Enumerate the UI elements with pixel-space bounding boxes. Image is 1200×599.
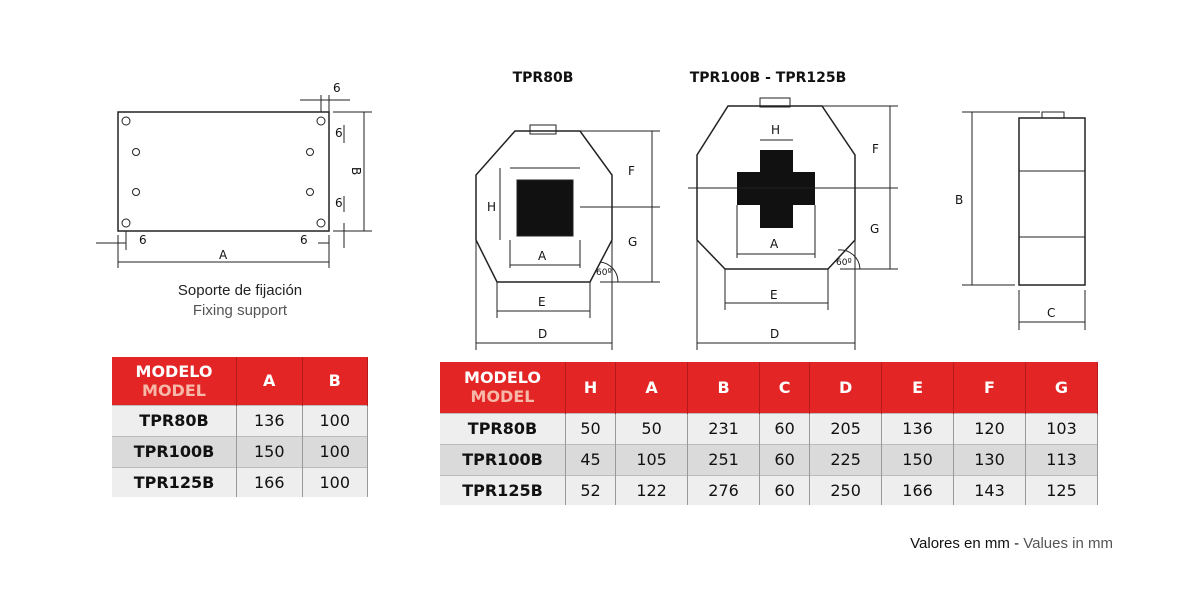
value-cell: 250 [809,474,883,505]
tpr80b-label-f: F [628,164,635,178]
col-header: A [615,362,689,413]
tpr100b-label-g: G [870,222,879,236]
value-cell: 60 [759,412,811,444]
tpr100b-title: TPR100B - TPR125B [690,70,847,86]
model-cell: TPR125B [440,474,566,505]
value-cell: 251 [687,443,761,475]
value-cell: 231 [687,412,761,444]
dim-label-6: 6 [333,81,341,95]
value-cell: 60 [759,443,811,475]
support-caption-en: Fixing support [192,302,288,319]
col-header: C [759,362,811,413]
value-cell: 105 [615,443,689,475]
value-cell: 120 [953,412,1026,444]
tpr100b-label-h: H [771,123,780,137]
support-caption-es: Soporte de fijación [177,282,303,299]
value-cell: 276 [687,474,761,505]
col-header: D [809,362,883,413]
value-cell: 150 [881,443,955,475]
side-view-drawing [962,111,1086,330]
value-cell: 60 [759,474,811,505]
dim-label-6: 6 [300,233,308,247]
tpr80b-label-a: A [538,249,547,263]
side-label-c: C [1047,306,1055,320]
col-header: B [302,357,368,405]
tpr100b-label-a: A [770,237,779,251]
col-header: H [565,362,617,413]
dim-label-a: A [219,248,228,262]
tpr100b-label-e: E [770,288,778,302]
col-header: F [953,362,1026,413]
dim-label-6: 6 [139,233,147,247]
tpr80b-title: TPR80B [513,70,574,86]
value-cell: 125 [1025,474,1099,505]
value-cell: 45 [565,443,617,475]
col-header: B [687,362,761,413]
tpr80b-label-d: D [538,327,547,341]
tpr100b-drawing [688,97,898,350]
value-cell: 122 [615,474,689,505]
dim-label-6: 6 [335,126,343,140]
fixing-support-drawing [96,95,372,268]
col-header: A [236,357,303,405]
value-cell: 50 [615,412,689,444]
model-cell: TPR100B [440,443,566,475]
col-header: E [881,362,955,413]
value-cell: 143 [953,474,1026,505]
value-cell: 225 [809,443,883,475]
tpr80b-label-e: E [538,295,546,309]
value-cell: 103 [1025,412,1099,444]
tpr100b-angle: 60º [836,258,852,268]
tpr80b-drawing [475,124,660,350]
dim-label-b: B [349,167,363,175]
value-cell: 166 [881,474,955,505]
dim-label-6: 6 [335,196,343,210]
value-cell: 130 [953,443,1026,475]
tpr80b-angle: 60º [596,268,612,278]
value-cell: 50 [565,412,617,444]
tpr80b-label-h: H [487,200,496,214]
value-cell: 113 [1025,443,1099,475]
model-cell: TPR80B [440,412,566,444]
col-header: G [1025,362,1099,413]
value-cell: 52 [565,474,617,505]
tpr100b-label-d: D [770,327,779,341]
tpr80b-label-g: G [628,235,637,249]
units-note: Valores en mm - Values in mm [910,535,1113,552]
value-cell: 136 [881,412,955,444]
tpr100b-label-f: F [872,142,879,156]
value-cell: 205 [809,412,883,444]
side-label-b: B [955,193,963,207]
